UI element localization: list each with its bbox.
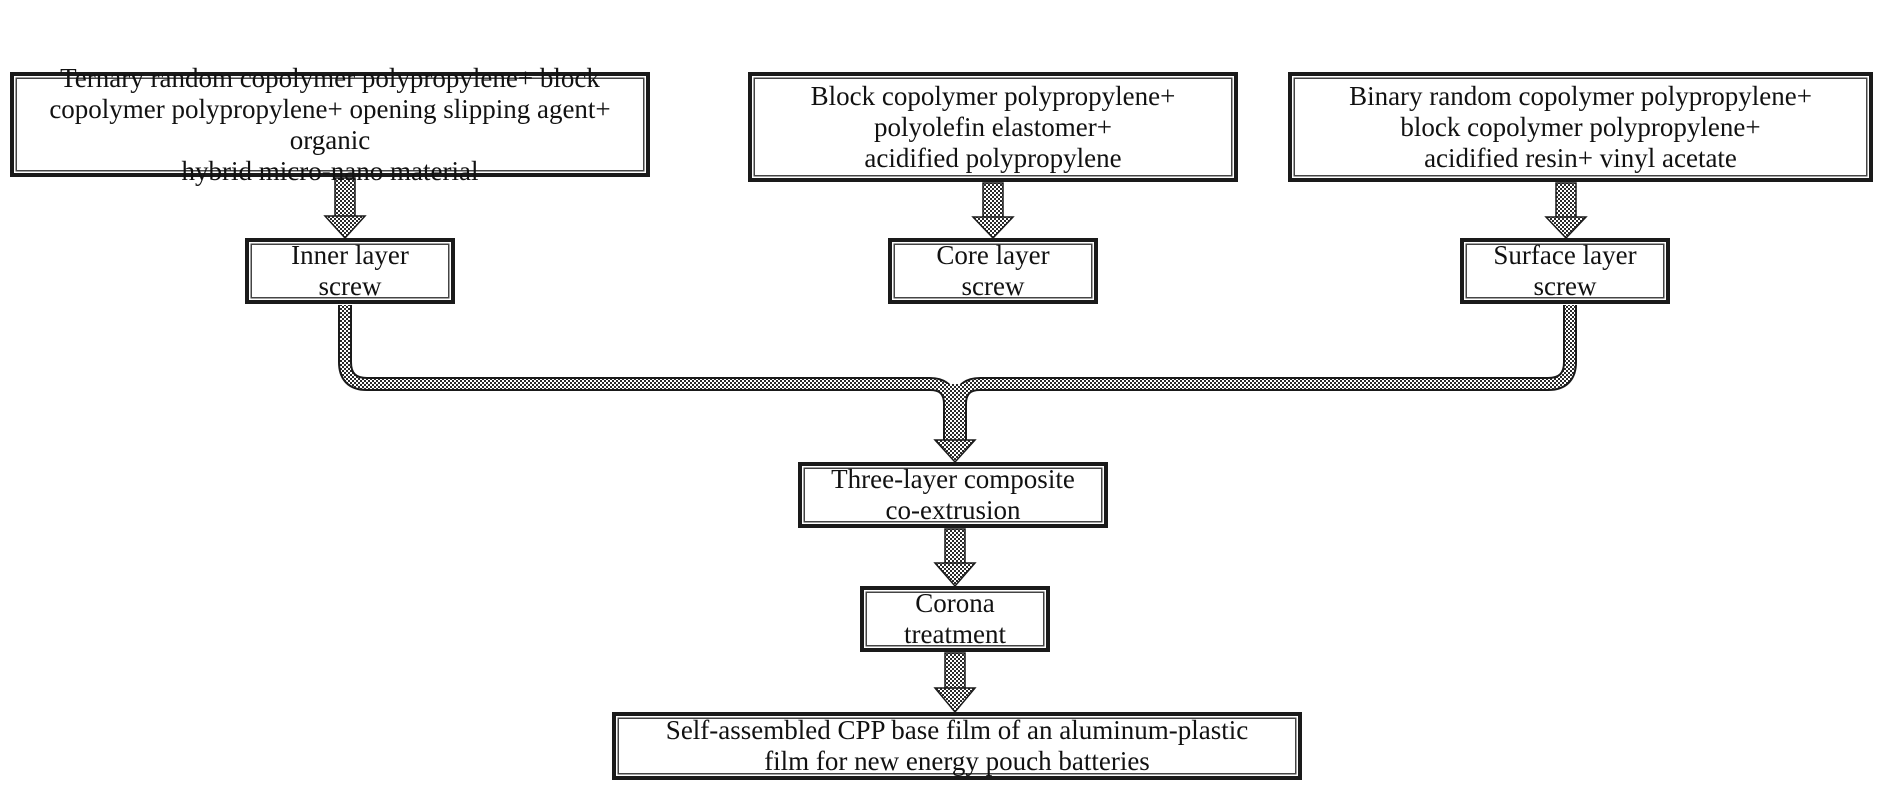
arrow-coextrusion-to-corona xyxy=(935,529,975,586)
arrow-corona-to-final xyxy=(935,653,975,712)
merge-connector xyxy=(345,305,1570,462)
arrow-surface-material-to-surface-screw xyxy=(1546,183,1586,238)
core-layer-material-box: Block copolymer polypropylene+ polyolefi… xyxy=(748,72,1238,182)
surface-layer-screw-box: Surface layer screw xyxy=(1460,238,1670,304)
core-layer-screw-box: Core layer screw xyxy=(888,238,1098,304)
corona-treatment-box: Corona treatment xyxy=(860,586,1050,652)
final-product-box: Self-assembled CPP base film of an alumi… xyxy=(612,712,1302,780)
coextrusion-box: Three-layer composite co-extrusion xyxy=(798,462,1108,528)
arrow-inner-material-to-inner-screw xyxy=(325,178,365,238)
arrow-core-material-to-core-screw xyxy=(973,183,1013,238)
inner-layer-screw-box: Inner layer screw xyxy=(245,238,455,304)
inner-layer-material-box: Ternary random copolymer polypropylene+ … xyxy=(10,72,650,177)
surface-layer-material-box: Binary random copolymer polypropylene+ b… xyxy=(1288,72,1873,182)
